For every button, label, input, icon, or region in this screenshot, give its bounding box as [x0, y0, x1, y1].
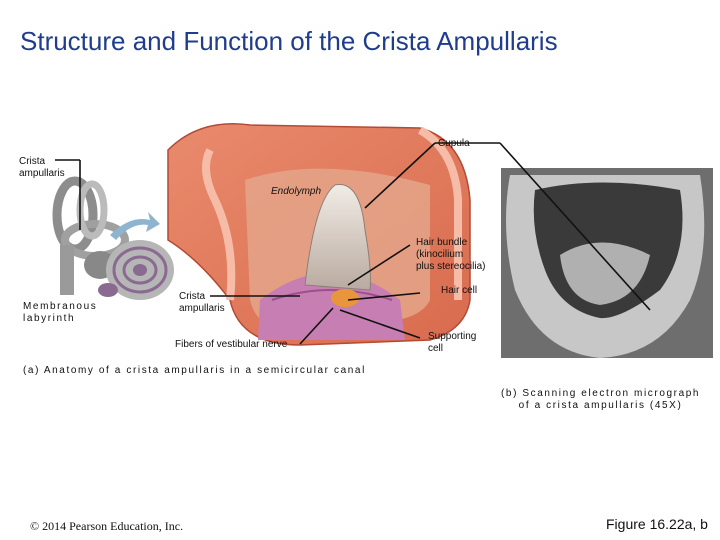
crista-ampullaris-left-label: Crista ampullaris	[19, 156, 65, 180]
caption-b-line1: (b) Scanning electron micrograph	[501, 388, 701, 399]
crista-mid-line1: Crista	[179, 291, 206, 302]
crista-ampullaris-mid-label: Crista ampullaris	[179, 291, 225, 315]
supporting-line2: cell	[428, 343, 444, 354]
caption-b: (b) Scanning electron micrograph of a cr…	[501, 388, 700, 412]
caption-b-line2: of a crista ampullaris (45X)	[518, 400, 683, 411]
leader-lines	[55, 142, 651, 345]
figure-number: Figure 16.22a, b	[606, 516, 708, 532]
caption-a: (a) Anatomy of a crista ampullaris in a …	[23, 365, 366, 376]
hair-bundle-line1: Hair bundle	[416, 237, 468, 248]
crista-left-line1: Crista	[19, 156, 46, 167]
crista-mid-line2: ampullaris	[179, 303, 225, 314]
supporting-line1: Supporting	[428, 331, 477, 342]
cupula-label: Cupula	[438, 138, 470, 149]
hair-cell-label: Hair cell	[441, 285, 478, 296]
hair-bundle-line2: (kinocilium	[416, 249, 464, 260]
supporting-cell-label: Supporting cell	[428, 331, 476, 355]
fibers-label: Fibers of vestibular nerve	[175, 339, 288, 350]
hair-bundle-line3: plus stereocilia)	[416, 261, 486, 272]
hair-bundle-label: Hair bundle (kinocilium plus stereocilia…	[416, 237, 485, 273]
membranous-line2: labyrinth	[23, 313, 76, 324]
membranous-labyrinth-label: Membranous labyrinth	[23, 301, 97, 325]
crista-left-line2: ampullaris	[19, 168, 65, 179]
sem-micrograph	[501, 168, 713, 358]
page-title: Structure and Function of the Crista Amp…	[20, 26, 558, 56]
membranous-line1: Membranous	[23, 301, 98, 312]
copyright-text: © 2014 Pearson Education, Inc.	[30, 519, 184, 533]
membranous-labyrinth-drawing	[52, 176, 174, 300]
ampulla-drawing	[167, 123, 471, 346]
endolymph-label: Endolymph	[271, 186, 322, 197]
